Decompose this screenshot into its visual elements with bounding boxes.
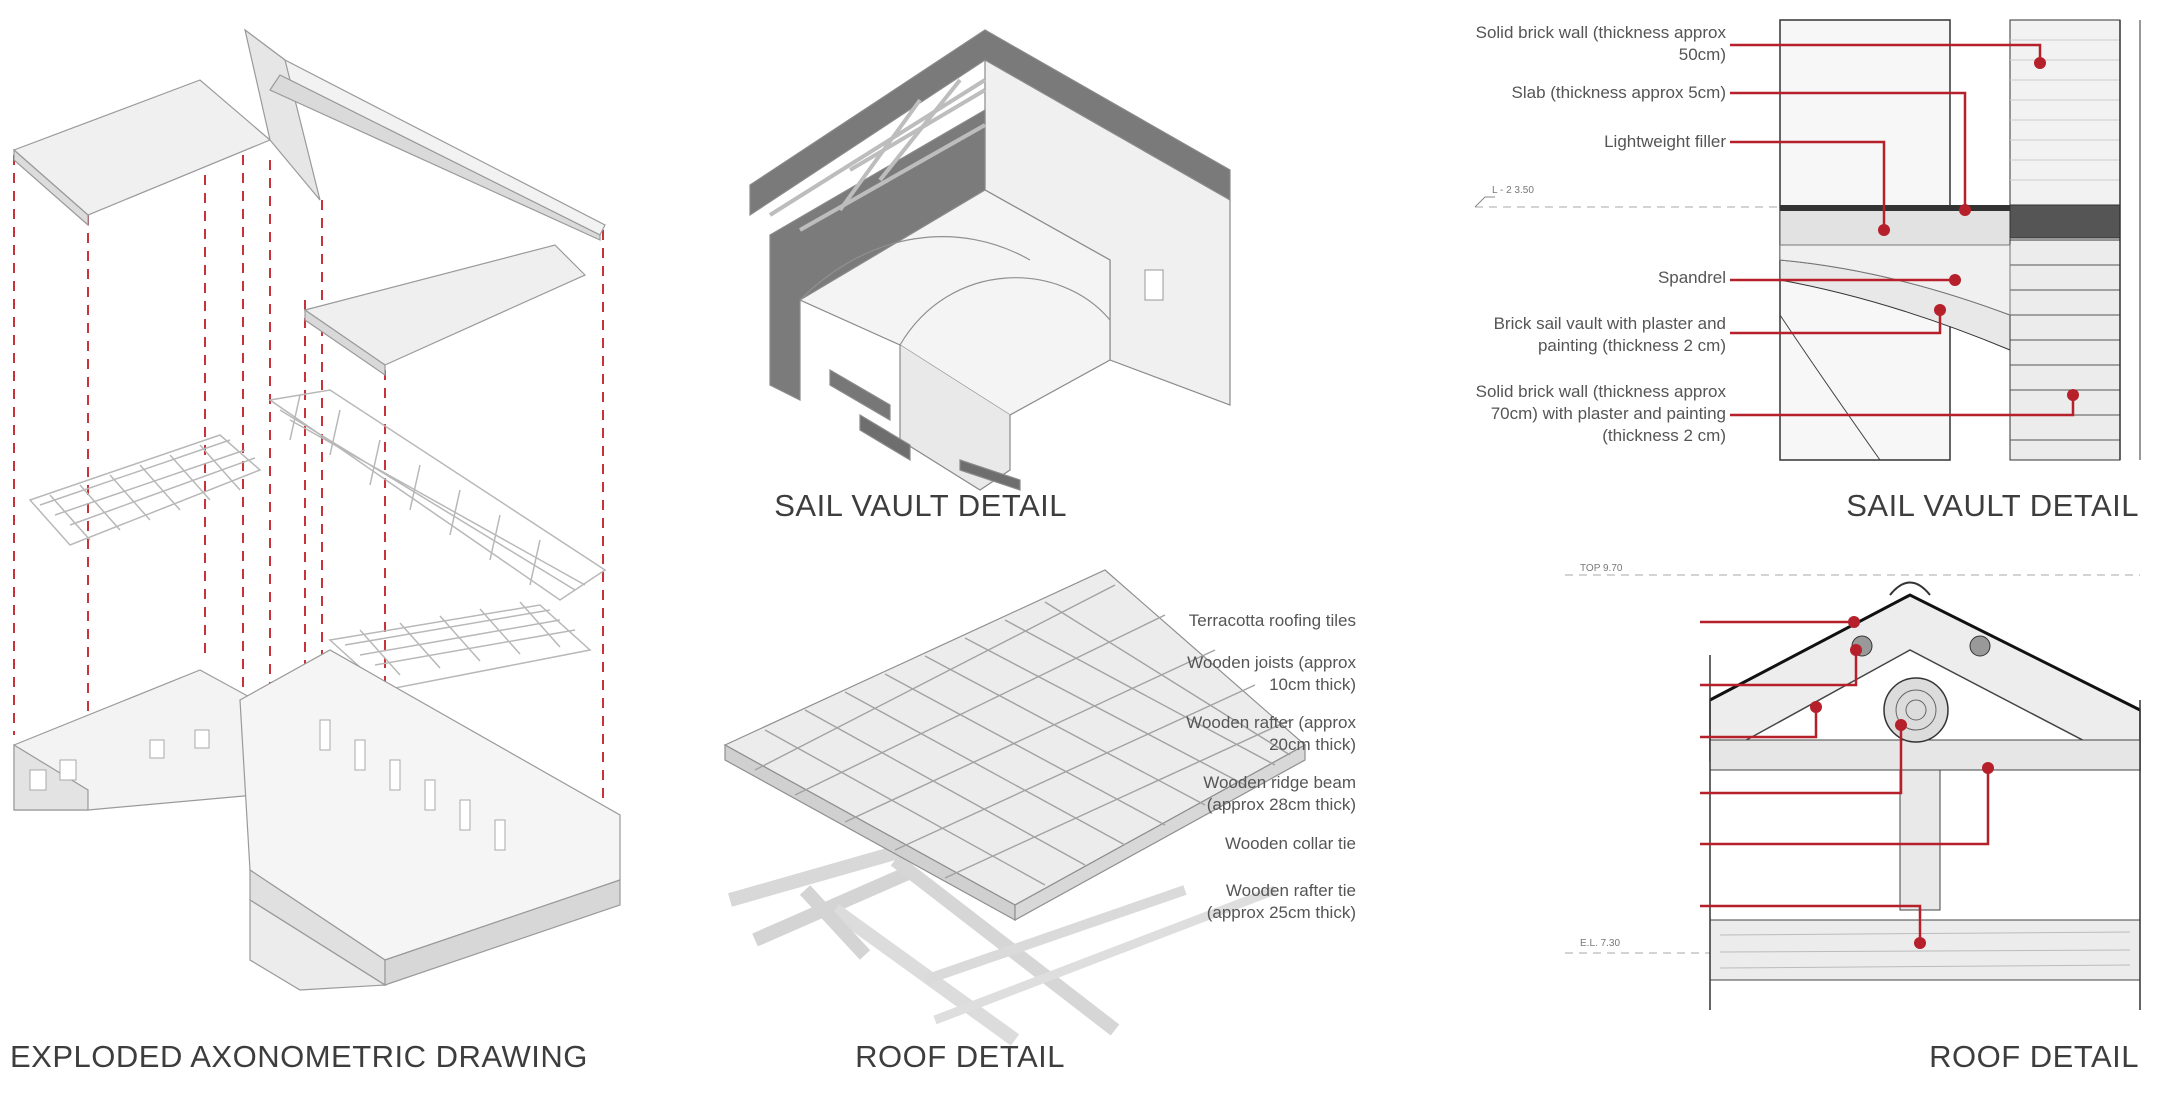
caption-sail-vault-section: SAIL VAULT DETAIL (1846, 488, 2139, 523)
label-brick-sail-vault: Brick sail vault with plaster and painti… (1493, 314, 1726, 355)
label-lightweight-filler: Lightweight filler (1604, 132, 1726, 151)
label-spandrel: Spandrel (1657, 268, 1726, 287)
sail-vault-section-panel: L - 2 3.50 (1440, 15, 2141, 475)
label-wooden-joists: Wooden joists (approx 10cm thick) (1187, 653, 1356, 694)
caption-roof-3d: ROOF DETAIL (855, 1039, 1065, 1074)
exploded-axonometric-drawing (12, 28, 621, 991)
label-wooden-collar-tie: Wooden collar tie (1224, 834, 1356, 853)
label-wooden-rafter-tie: Wooden rafter tie (approx 25cm thick) (1206, 881, 1356, 922)
label-slab: Slab (thickness approx 5cm) (1511, 83, 1726, 102)
level-tag-l2: L - 2 3.50 (1492, 185, 1534, 196)
label-wooden-rafter: Wooden rafter (approx 20cm thick) (1186, 713, 1356, 754)
level-tag-top: TOP 9.70 (1580, 563, 1623, 574)
exploded-axonometric-panel (0, 0, 640, 1030)
sail-vault-section-drawing (1474, 19, 2141, 461)
roof-section-panel: TOP 9.70 E.L. 7.30 (1560, 560, 2150, 1010)
roof-3d-panel (715, 560, 1315, 1060)
label-solid-brick-wall-70: Solid brick wall (thickness approx 70cm)… (1475, 382, 1726, 445)
caption-sail-vault-3d: SAIL VAULT DETAIL (774, 488, 1067, 523)
roof-section-drawing (1565, 574, 2141, 1010)
roof-3d-drawing (723, 569, 1307, 1046)
label-wooden-ridge-beam: Wooden ridge beam (approx 28cm thick) (1203, 773, 1356, 814)
label-terracotta-roofing-tiles: Terracotta roofing tiles (1188, 611, 1356, 630)
caption-roof-section: ROOF DETAIL (1929, 1039, 2139, 1074)
level-tag-el: E.L. 7.30 (1580, 938, 1621, 949)
sail-vault-3d-panel (730, 20, 1250, 491)
sail-vault-3d-drawing (749, 29, 1231, 491)
label-solid-brick-wall-50: Solid brick wall (thickness approx 50cm) (1475, 23, 1726, 64)
caption-exploded-axonometric: EXPLODED AXONOMETRIC DRAWING (10, 1039, 588, 1074)
